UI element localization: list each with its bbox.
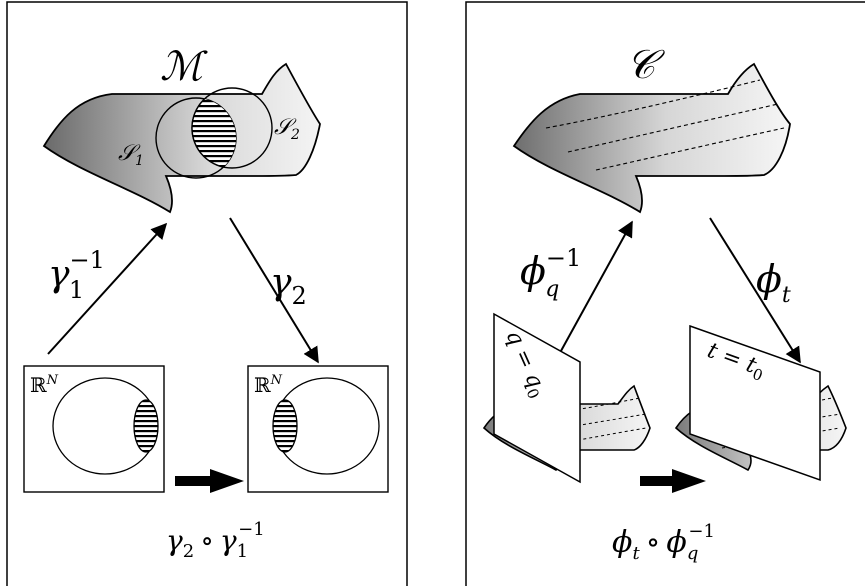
left-composition-label: γ2∘γ1−1 <box>166 519 265 562</box>
chart-left-hatch <box>133 399 159 453</box>
chart-right-hatch <box>272 399 298 453</box>
plane-right <box>689 324 821 482</box>
inverse-map-arrow <box>47 222 168 355</box>
phi-t-label: ϕt <box>756 257 791 308</box>
manifold-label: ℳ <box>160 44 208 90</box>
configuration-sheet <box>512 62 791 214</box>
phi-q-inverse-arrow <box>555 220 633 361</box>
phi-t-arrow <box>709 217 801 364</box>
transition-arrow-left <box>175 469 244 493</box>
chart-right-label: ℝN <box>254 373 283 397</box>
manifold-sheet <box>42 62 321 214</box>
right-panel-frame <box>465 1 865 586</box>
chart-box-right <box>247 365 389 493</box>
chart-left-label: ℝN <box>30 373 59 397</box>
forward-map-label: γ2 <box>270 262 307 310</box>
forward-map-arrow <box>229 217 319 364</box>
transition-arrow-right <box>640 469 706 493</box>
plane-left <box>493 312 581 484</box>
sheet-dashed-lines <box>545 79 785 171</box>
right-composition-label: ϕt∘ϕq−1 <box>612 521 715 564</box>
